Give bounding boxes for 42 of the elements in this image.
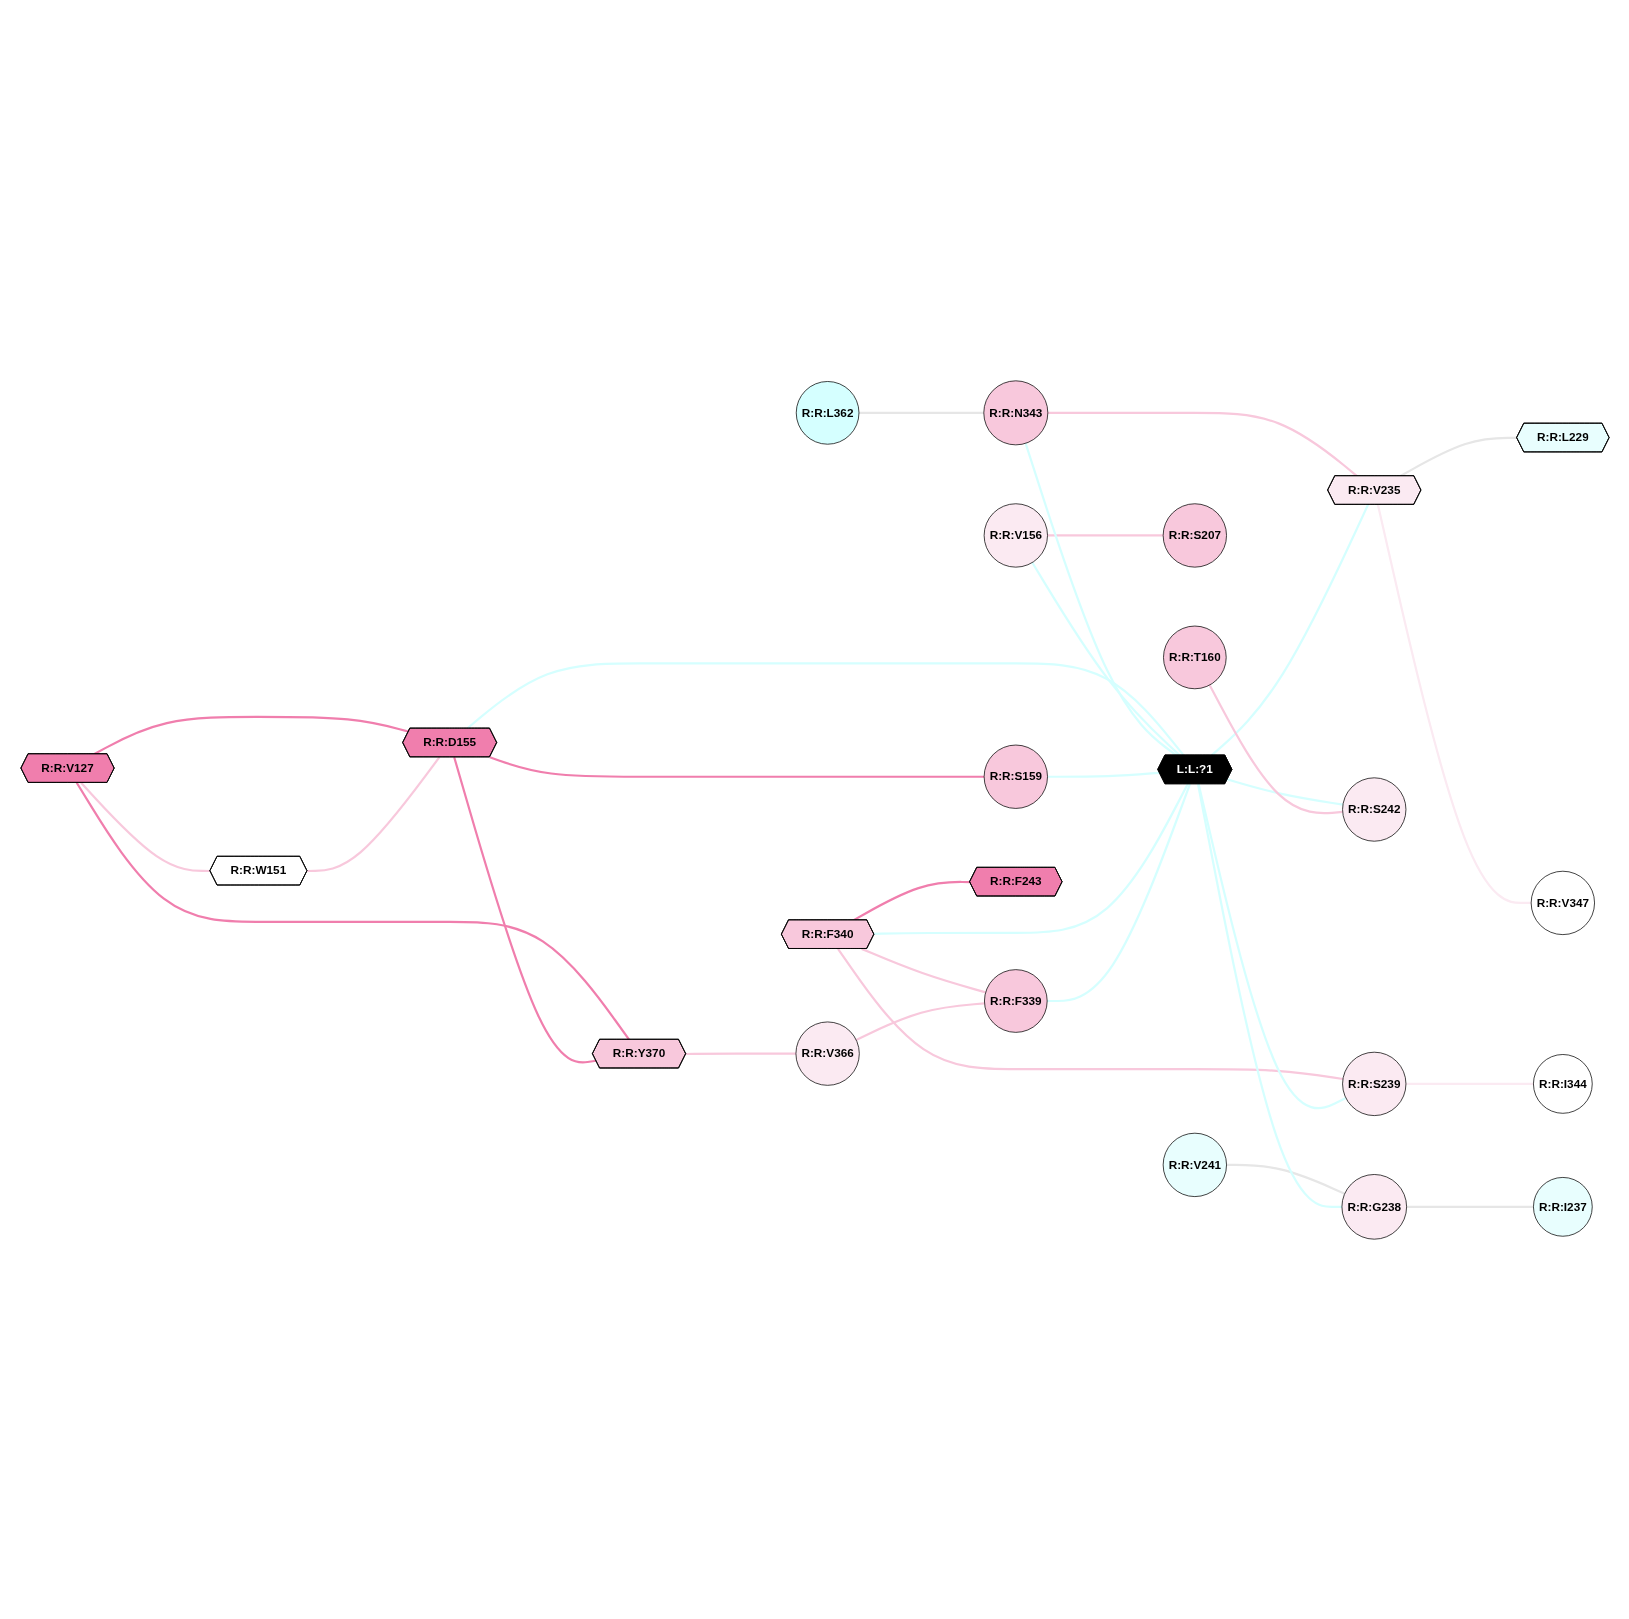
connector: [1226, 1163, 1345, 1195]
node-circle: R:R:T160: [1162, 625, 1227, 689]
connector: [1024, 442, 1177, 756]
connector: [1046, 783, 1191, 1002]
connector: [488, 755, 984, 778]
node-circle: R:R:S242: [1341, 776, 1406, 842]
node-circle: R:R:S159: [983, 744, 1048, 809]
connector: [1196, 783, 1342, 1208]
node-circle: R:R:V156: [983, 502, 1048, 567]
connector: [1047, 771, 1160, 778]
node-circle: R:R:V241: [1162, 1132, 1227, 1197]
connector: [93, 715, 409, 755]
connector: [836, 947, 1343, 1080]
connector: [1047, 411, 1358, 477]
node-circle: R:R:V366: [795, 1021, 860, 1086]
node-circle: R:R:V347: [1530, 870, 1595, 935]
connector: [466, 661, 1185, 756]
connector: [873, 783, 1189, 935]
connector: [1226, 777, 1343, 806]
connector: [685, 1052, 796, 1055]
connector: [1030, 561, 1181, 756]
node-circle: R:R:G238: [1341, 1173, 1407, 1240]
node-circle: R:R:N343: [982, 379, 1048, 445]
node-circle: R:R:S239: [1341, 1051, 1406, 1116]
connector: [1208, 684, 1343, 814]
connector: [1047, 533, 1163, 537]
connector: [452, 756, 596, 1064]
connector: [860, 947, 986, 993]
connector: [75, 781, 630, 1040]
connector: [1210, 503, 1369, 756]
connector: [852, 880, 970, 921]
node-circle: R:R:L362: [795, 380, 859, 445]
connector: [855, 1001, 985, 1041]
node-circle: R:R:S207: [1162, 502, 1227, 567]
connector: [1399, 436, 1517, 477]
connector: [1197, 783, 1346, 1109]
connector: [1376, 504, 1531, 904]
connector: [79, 781, 210, 872]
node-circle: R:R:I344: [1532, 1053, 1593, 1114]
node-circle: R:R:I237: [1532, 1176, 1593, 1237]
connector: [306, 756, 440, 872]
node-circle: R:R:F339: [983, 968, 1048, 1033]
